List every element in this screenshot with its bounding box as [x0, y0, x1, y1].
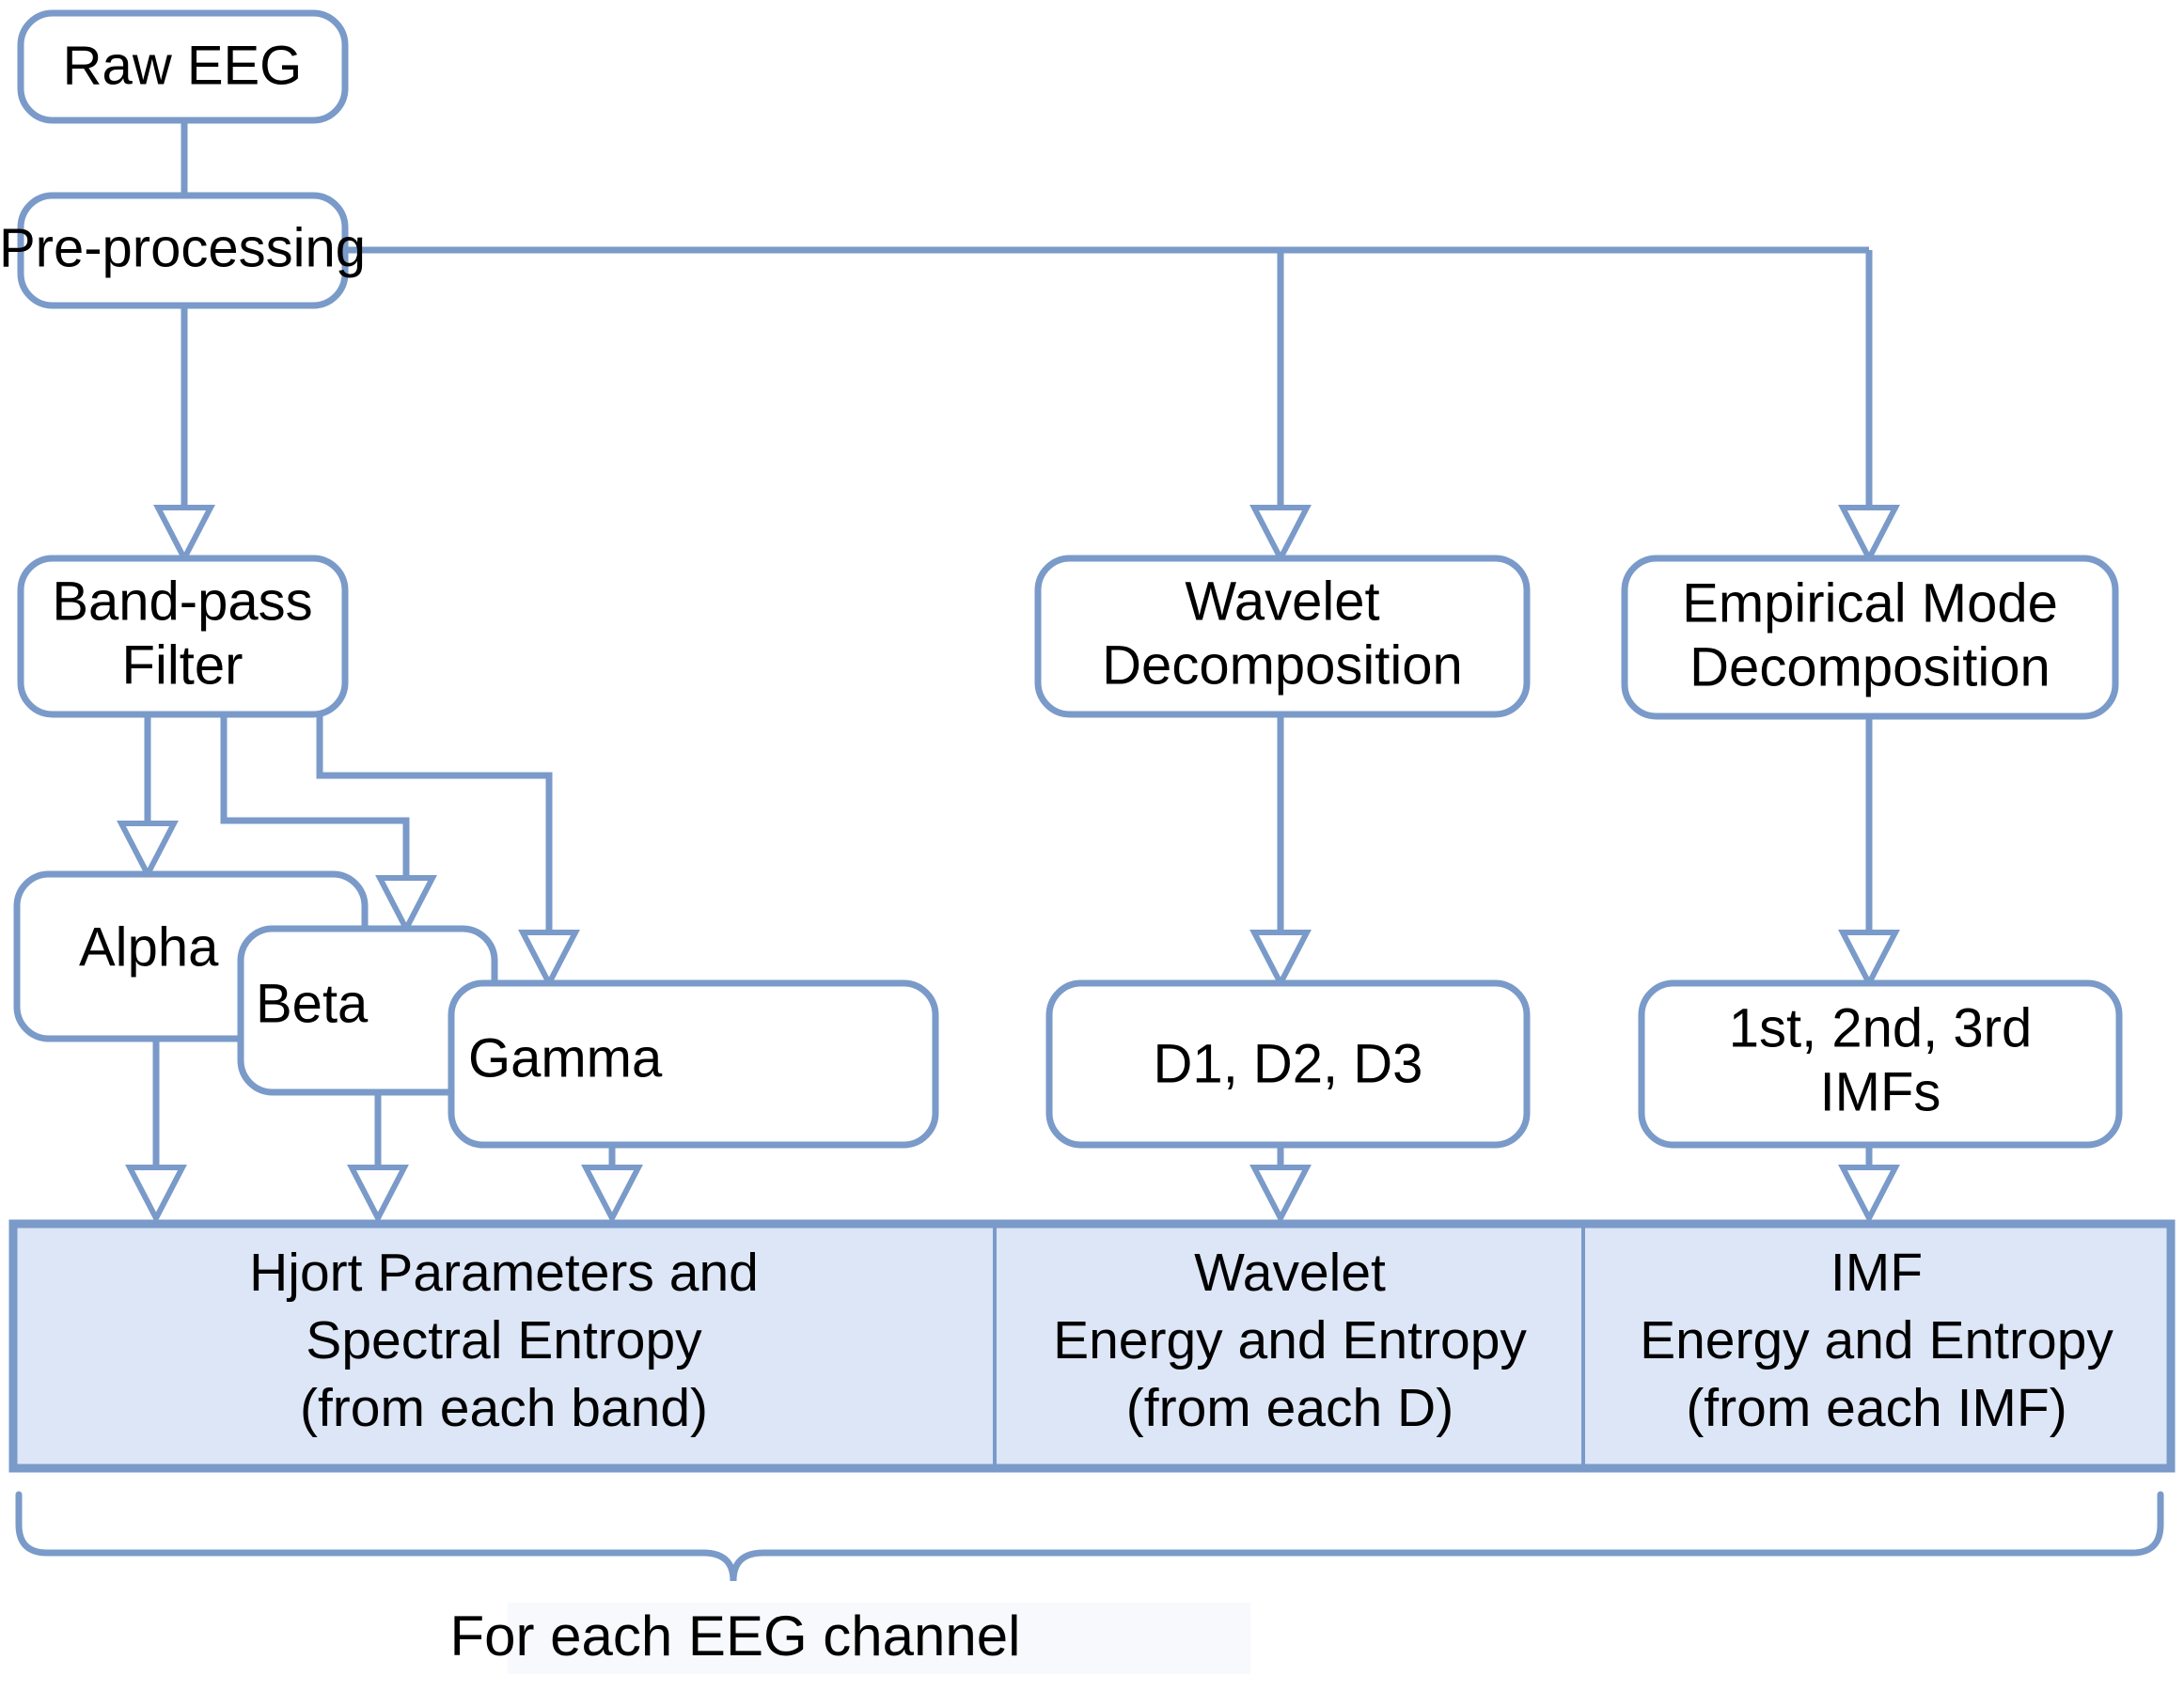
for-each-channel-brace [15, 1491, 2164, 1582]
arrowhead-alpha-to-features [125, 1165, 187, 1225]
node-preprocessing-label: Pre-processing [0, 217, 366, 278]
node-empirical-mode-decomposition-box [1621, 555, 2119, 720]
node-bandpass-filter-label-line1: Band-pass [52, 571, 312, 632]
node-preprocessing-box [17, 192, 349, 309]
node-preprocessing[interactable]: Pre-processing [0, 192, 366, 309]
arrowhead-trunk-to-emd [1838, 505, 1900, 565]
feature-imf-line3: (from each IMF) [1686, 1378, 2066, 1438]
curly-brace-icon [15, 1491, 2164, 1582]
arrowhead-imfs-to-features [1838, 1165, 1900, 1225]
node-wavelet-details-label: D1, D2, D3 [1154, 1033, 1423, 1094]
node-beta-band-label: Beta [256, 973, 369, 1034]
connectors [117, 120, 1900, 1225]
feature-hjorth-line2: Spectral Entropy [306, 1310, 702, 1370]
arrowhead-details-to-features [1249, 1165, 1312, 1225]
connector-bandpass-to-gamma [316, 714, 553, 932]
node-imfs-label-line1: 1st, 2nd, 3rd [1729, 997, 2032, 1058]
feature-imf-line1: IMF [1830, 1243, 1923, 1303]
node-bandpass-filter[interactable]: Band-pass Filter [17, 555, 349, 718]
node-wavelet-decomposition-box [1034, 555, 1531, 718]
arrowhead-bandpass-to-gamma [518, 930, 580, 990]
feature-wavelet-line3: (from each D) [1126, 1378, 1453, 1438]
node-gamma-band-label: Gamma [468, 1027, 663, 1088]
node-imfs[interactable]: 1st, 2nd, 3rd IMFs [1638, 979, 2123, 1149]
feature-bar: Hjort Parameters and Spectral Entropy (f… [8, 1219, 2176, 1473]
feature-wavelet-line1: Wavelet [1194, 1243, 1386, 1303]
arrowhead-preprocessing-to-bandpass [153, 505, 215, 565]
node-wavelet-decomposition[interactable]: Wavelet Decomposition [1034, 555, 1531, 718]
node-wavelet-decomposition-label-line2: Decomposition [1102, 634, 1463, 696]
arrowhead-beta-to-features [347, 1165, 409, 1225]
node-raw-eeg[interactable]: Raw EEG [17, 9, 349, 124]
node-emd-label-line1: Empirical Mode [1682, 572, 2058, 634]
feature-bar-outline [8, 1219, 2176, 1473]
node-empirical-mode-decomposition[interactable]: Empirical Mode Decomposition [1621, 555, 2119, 720]
node-emd-label-line2: Decomposition [1689, 636, 2050, 697]
node-alpha-band-label: Alpha [79, 916, 219, 978]
node-imfs-box [1638, 979, 2123, 1149]
node-wavelet-decomposition-label-line1: Wavelet [1185, 571, 1379, 632]
node-raw-eeg-box [17, 9, 349, 124]
arrowhead-gamma-to-features [581, 1165, 643, 1225]
node-bandpass-filter-label-line2: Filter [122, 634, 244, 696]
arrowhead-trunk-to-wavelet [1249, 505, 1312, 565]
node-wavelet-details[interactable]: D1, D2, D3 [1045, 979, 1531, 1149]
feature-cell-imf-energy-entropy-box[interactable] [1581, 1222, 2173, 1470]
feature-imf-line2: Energy and Entropy [1640, 1310, 2113, 1370]
node-raw-eeg-label: Raw EEG [63, 35, 303, 96]
node-gamma-band[interactable]: Gamma [448, 979, 939, 1149]
node-imfs-label-line2: IMFs [1820, 1061, 1941, 1122]
arrowhead-bandpass-to-beta [375, 875, 437, 935]
caption-background [508, 1603, 1250, 1674]
node-gamma-band-box [448, 979, 939, 1149]
arrowhead-wavelet-to-details [1249, 930, 1312, 990]
node-bandpass-filter-box [17, 555, 349, 718]
node-wavelet-details-box [1045, 979, 1531, 1149]
feature-hjorth-line1: Hjort Parameters and [249, 1243, 759, 1303]
connector-bandpass-to-beta [220, 714, 410, 878]
arrowhead-bandpass-to-alpha [117, 821, 179, 881]
feature-hjorth-line3: (from each band) [300, 1378, 708, 1438]
caption-for-each-eeg-channel: For each EEG channel [449, 1605, 1020, 1668]
feature-wavelet-line2: Energy and Entropy [1053, 1310, 1527, 1370]
feature-cell-hjorth-spectral-box[interactable] [11, 1222, 997, 1470]
arrowhead-emd-to-imfs [1838, 930, 1900, 990]
